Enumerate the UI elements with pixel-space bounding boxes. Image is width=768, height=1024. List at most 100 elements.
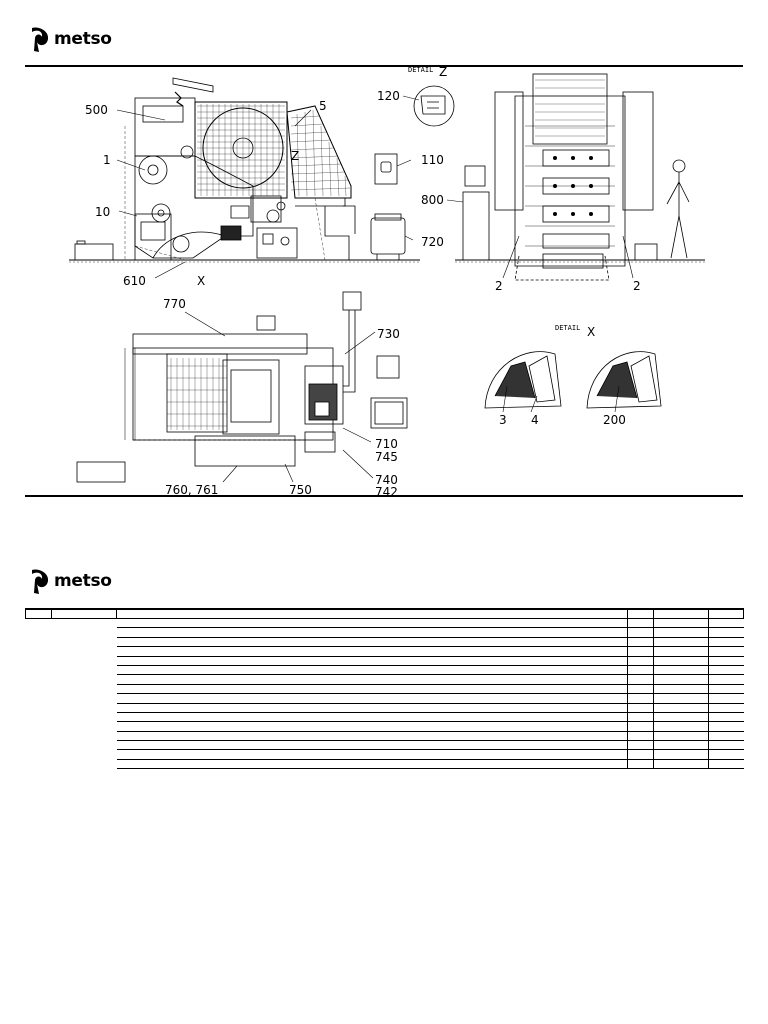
table-row [26,749,744,760]
detail-x-word: DETAIL [555,324,580,332]
table-cell [26,665,52,674]
callout-2-left: 2 [495,279,503,293]
table-cell [653,637,709,648]
callout-10: 10 [95,205,110,219]
callout-745: 745 [375,450,398,464]
table-cell [627,759,654,770]
callout-500: 500 [85,103,108,117]
table-row [26,656,744,666]
table-row [26,665,744,676]
table-cell [116,627,628,638]
callout-4: 4 [531,413,539,427]
table-cell [708,759,744,770]
table-cell [708,637,744,648]
table-cell [627,637,654,648]
table-cell [52,731,117,740]
table-cell [116,674,628,685]
table-cell [708,721,744,732]
table-cell [653,665,709,676]
detail-z-letter: Z [439,66,447,79]
metso-logo-second: metso [29,567,112,595]
table-cell [708,740,744,751]
table-cell [26,694,52,703]
callout-110: 110 [421,153,444,167]
callout-200: 200 [603,413,626,427]
table-cell [708,656,744,666]
table-cell [26,675,52,684]
table-cell [627,740,654,751]
callout-760-761: 760, 761 [165,483,218,496]
table-cell [708,665,744,676]
table-cell [52,665,117,674]
table-cell [653,731,709,742]
table-cell [26,703,52,712]
table-cell [627,674,654,685]
table-cell [627,618,654,629]
table-cell [26,712,52,721]
table-row [26,684,744,695]
table-cell [627,712,654,723]
table-cell [52,675,117,684]
table-cell [116,656,628,666]
table-cell [52,656,117,665]
table-cell [116,740,628,751]
front-elevation-view [455,73,705,281]
table-cell [653,646,709,657]
table-cell [627,684,654,695]
metso-logo-text: metso [54,29,112,49]
callout-742: 742 [375,485,398,496]
table-cell [708,703,744,713]
table-cell [708,684,744,695]
parts-table-header [25,608,744,619]
table-cell [52,684,117,693]
drawing-labels: 500 1 10 610 X 5 Z 120 110 720 800 2 2 D… [85,66,641,496]
table-cell [26,619,52,628]
metso-logo-mark-second [32,569,49,594]
table-cell [708,731,744,742]
table-cell [653,740,709,751]
table-cell [116,759,628,770]
table-cell [26,656,52,665]
callout-z: Z [291,149,299,163]
table-cell [116,665,628,676]
table-cell [653,693,709,704]
detail-x-view [484,351,662,409]
table-cell [653,627,709,638]
parts-list-table [25,608,744,770]
table-cell [627,627,654,638]
callout-750: 750 [289,483,312,496]
table-cell [26,741,52,750]
table-row [26,712,744,723]
table-cell [653,759,709,770]
callout-leaders [116,95,634,483]
table-cell [52,703,117,712]
table-cell [708,749,744,760]
parts-header-cell [51,608,117,619]
table-cell [653,749,709,760]
callout-800: 800 [421,193,444,207]
table-cell [653,703,709,713]
table-cell [116,637,628,648]
parts-header-cell [653,608,709,619]
table-cell [26,759,52,768]
table-row [26,693,744,704]
table-cell [653,674,709,685]
table-row [26,637,744,648]
callout-x: X [197,274,205,288]
table-cell [52,712,117,721]
table-cell [653,656,709,666]
table-cell [627,665,654,676]
callout-120: 120 [377,89,400,103]
table-cell [52,759,117,768]
table-cell [708,618,744,629]
table-row [26,674,744,685]
parts-header-cell [708,608,744,619]
table-cell [116,731,628,742]
table-cell [627,703,654,713]
callout-720: 720 [421,235,444,249]
metso-logo-mark [32,27,49,52]
table-row [26,627,744,638]
table-row [26,740,744,751]
table-cell [627,646,654,657]
callout-710: 710 [375,437,398,451]
